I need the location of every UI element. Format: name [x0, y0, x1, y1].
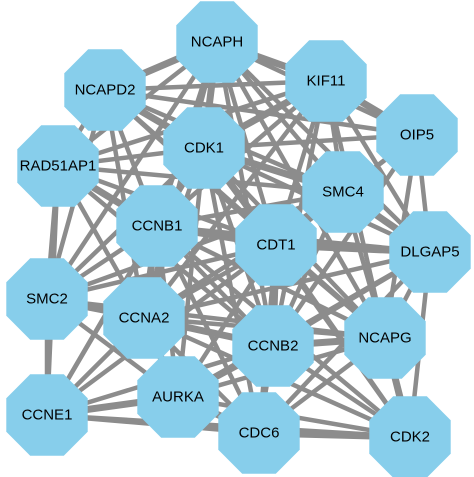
node-label-cdc6: CDC6 — [239, 425, 280, 442]
node-cdt1[interactable]: CDT1 — [235, 204, 317, 286]
node-label-ccne1: CCNE1 — [22, 407, 73, 424]
node-label-ccna2: CCNA2 — [119, 310, 170, 327]
node-label-ncaph: NCAPH — [191, 34, 244, 51]
node-label-cdk1: CDK1 — [184, 140, 224, 157]
edge-ncaph-dlgap5 — [214, 39, 433, 255]
node-shape-oip5 — [376, 94, 458, 176]
node-shape-smc2 — [6, 258, 88, 340]
node-shape-kif11 — [285, 40, 367, 122]
node-shape-ncapg — [344, 297, 426, 379]
node-label-kif11: KIF11 — [307, 73, 346, 90]
node-label-ccnb2: CCNB2 — [248, 338, 299, 355]
node-cdk1[interactable]: CDK1 — [163, 107, 245, 189]
node-shape-rad51ap1 — [17, 125, 99, 207]
node-ccnb2[interactable]: CCNB2 — [232, 305, 314, 387]
node-label-oip5: OIP5 — [400, 127, 434, 144]
node-shape-ccnb2 — [232, 305, 314, 387]
node-shape-ncaph — [176, 1, 258, 83]
node-layer: NCAPH NCAPD2 KIF11OIP5CDK1RAD51AP1SMC4CCNB… — [6, 1, 471, 477]
node-ncaph[interactable]: NCAPH — [176, 1, 258, 83]
node-rad51ap1[interactable]: RAD51AP1 — [17, 125, 99, 207]
node-cdc6[interactable]: CDC6 — [218, 392, 300, 474]
node-label-cdk2: CDK2 — [390, 429, 430, 446]
node-shape-smc4 — [302, 151, 384, 233]
node-smc2[interactable]: SMC2 — [6, 258, 88, 340]
node-shape-ncapd2 — [64, 49, 146, 131]
node-label-ncapg: NCAPG — [358, 330, 411, 347]
edge-kif11-ccna2 — [141, 78, 329, 321]
node-dlgap5[interactable]: DLGAP5 — [389, 211, 471, 293]
edge-ncapd2-oip5 — [102, 87, 420, 138]
node-shape-ccnb1 — [116, 185, 198, 267]
node-shape-ccna2 — [103, 277, 185, 359]
node-shape-aurka — [137, 356, 219, 438]
node-ncapg[interactable]: NCAPG — [344, 297, 426, 379]
node-label-ncapd2: NCAPD2 — [75, 82, 136, 99]
node-ccnb1[interactable]: CCNB1 — [116, 185, 198, 267]
node-label-cdt1: CDT1 — [256, 237, 295, 254]
node-shape-cdc6 — [218, 392, 300, 474]
node-shape-cdk2 — [369, 396, 451, 477]
node-cdk2[interactable]: CDK2 — [369, 396, 451, 477]
node-ncapd2[interactable]: NCAPD2 — [64, 49, 146, 131]
node-label-smc2: SMC2 — [26, 291, 68, 308]
node-aurka[interactable]: AURKA — [137, 356, 219, 438]
node-smc4[interactable]: SMC4 — [302, 151, 384, 233]
node-shape-ccne1 — [6, 374, 88, 456]
node-label-smc4: SMC4 — [322, 184, 364, 201]
edge-oip5-ccnb2 — [270, 132, 420, 349]
node-ccne1[interactable]: CCNE1 — [6, 374, 88, 456]
node-label-ccnb1: CCNB1 — [132, 218, 183, 235]
node-label-rad51ap1: RAD51AP1 — [20, 158, 97, 175]
node-shape-dlgap5 — [389, 211, 471, 293]
node-kif11[interactable]: KIF11 — [285, 40, 367, 122]
node-shape-cdt1 — [235, 204, 317, 286]
node-oip5[interactable]: OIP5 — [376, 94, 458, 176]
node-shape-cdk1 — [163, 107, 245, 189]
node-label-aurka: AURKA — [152, 389, 204, 406]
node-label-dlgap5: DLGAP5 — [400, 244, 459, 261]
node-ccna2[interactable]: CCNA2 — [103, 277, 185, 359]
